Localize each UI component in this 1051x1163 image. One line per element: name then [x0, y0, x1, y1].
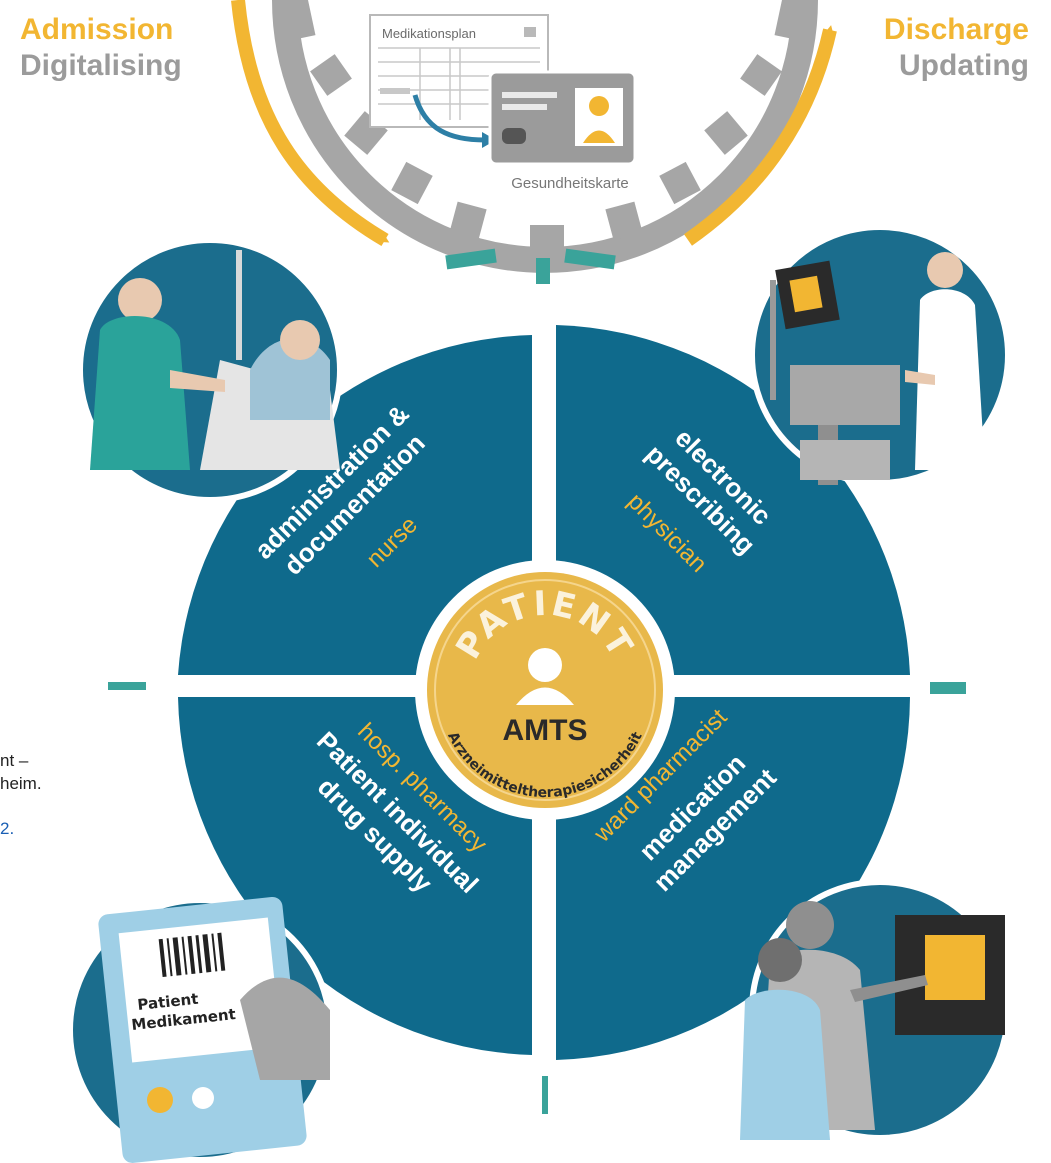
discharge-label: Discharge [883, 13, 1029, 46]
quadrant-disc [178, 325, 910, 1060]
text-fragment-2: heim. [0, 774, 42, 793]
quadrant-top-left [178, 335, 532, 675]
nurse-photo [77, 237, 343, 503]
center-title: AMTS [503, 714, 588, 747]
discharge-header: Discharge Updating [884, 12, 1029, 84]
transfer-arrow [412, 94, 486, 143]
drug-package-photo: Patient Medikament [67, 896, 333, 1163]
quadrant-bottom-left [178, 697, 532, 1055]
quadrant-top-right [556, 325, 910, 675]
gesundheitskarte-label: Gesundheitskarte [511, 175, 629, 192]
digitalising-label: Digitalising [20, 49, 182, 82]
text-fragment-1: nt – [0, 751, 29, 770]
admission-label: Admission [20, 13, 174, 46]
text-fragment-3[interactable]: 2. [0, 818, 14, 840]
teal-dash-marks [108, 248, 966, 1114]
physician-photo [749, 224, 1011, 486]
admission-header: Admission Digitalising [20, 12, 182, 84]
admission-arrow [231, 0, 390, 247]
text-fragment-link[interactable]: 2. [0, 819, 15, 838]
updating-label: Updating [899, 49, 1029, 82]
medikationsplan-title: Medikationsplan [382, 26, 476, 41]
gesundheitskarte-card [488, 70, 637, 166]
quadrant-bottom-right [556, 697, 910, 1060]
discharge-arrow [684, 25, 837, 246]
patient-icon [528, 648, 562, 682]
ward-pharmacist-photo [740, 879, 1011, 1141]
center-badge: PATIENT AMTS Arzneimitteltherapiesicherh… [415, 560, 675, 820]
